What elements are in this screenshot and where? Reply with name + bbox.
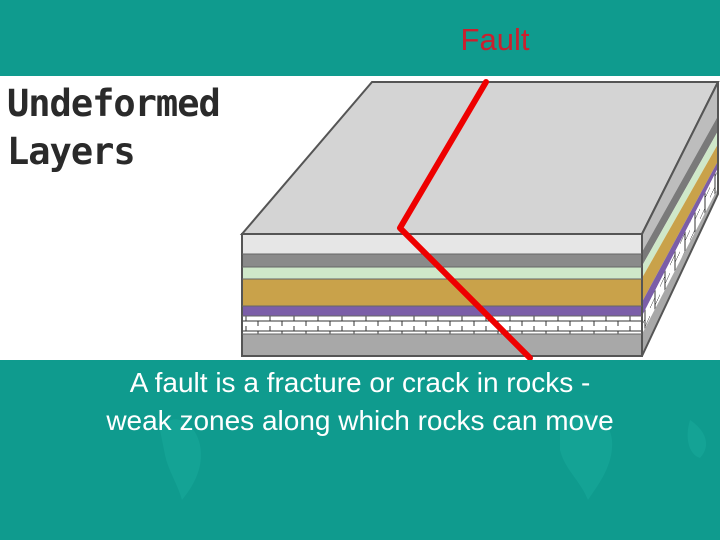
- block-front-face: [241, 233, 643, 357]
- layer-brick: [242, 316, 642, 334]
- map-landmass-south-america: [160, 419, 201, 500]
- layer-gray: [242, 254, 642, 267]
- layer-purple: [242, 306, 642, 316]
- layer-light-gray: [242, 234, 642, 254]
- slide-title: Fault: [460, 22, 530, 57]
- map-landmass-east: [687, 420, 707, 458]
- diagram-panel: Undeformed Layers: [0, 76, 720, 360]
- map-landmass-africa: [560, 413, 613, 500]
- layer-tan: [242, 279, 642, 306]
- caption-line-1: A fault is a fracture or crack in rocks …: [129, 367, 591, 398]
- caption: A fault is a fracture or crack in rocks …: [40, 364, 680, 440]
- rock-block-diagram: [239, 79, 720, 360]
- caption-line-2: weak zones along which rocks can move: [106, 405, 614, 436]
- diagram-heading: Undeformed Layers: [7, 82, 221, 173]
- block-right-side: [641, 81, 719, 357]
- fault-line: [397, 79, 533, 360]
- block-top-surface: [239, 81, 720, 235]
- layer-bottom: [242, 334, 642, 356]
